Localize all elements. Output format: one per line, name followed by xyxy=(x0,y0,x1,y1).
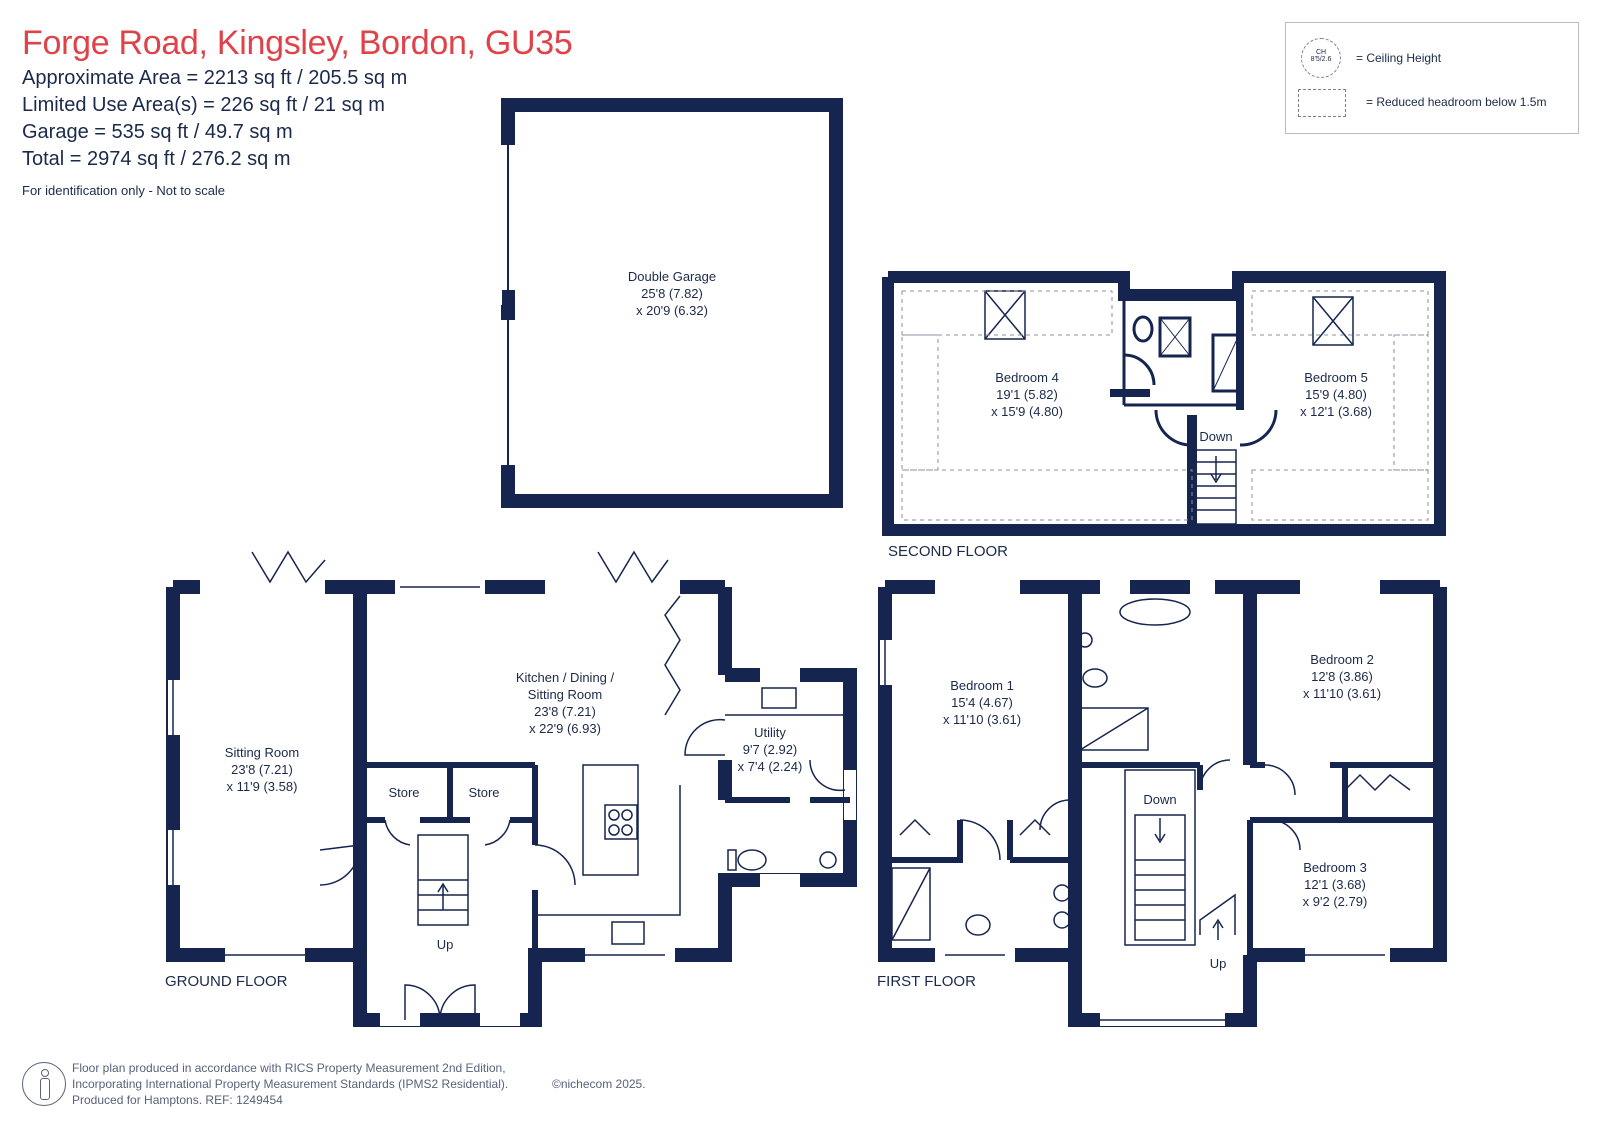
bedroom3-dim2: x 9'2 (2.79) xyxy=(1303,894,1368,909)
reduced-headroom-label: = Reduced headroom below 1.5m xyxy=(1366,95,1547,109)
bedroom3-dim1: 12'1 (3.68) xyxy=(1304,877,1366,892)
approximate-area: Approximate Area = 2213 sq ft / 205.5 sq… xyxy=(22,67,408,89)
bedroom3-name: Bedroom 3 xyxy=(1303,860,1367,875)
first-floor-down-label: Down xyxy=(1143,792,1176,807)
bedroom5-dim1: 15'9 (4.80) xyxy=(1305,387,1367,402)
reduced-headroom-symbol xyxy=(1298,89,1346,117)
bedroom1-name: Bedroom 1 xyxy=(950,678,1014,693)
store2-label: Store xyxy=(468,785,499,800)
bedroom4-reduced-headroom-top xyxy=(901,290,1113,336)
sitting-room-dim2: x 11'9 (3.58) xyxy=(227,779,298,794)
kitchen-dim2: x 22'9 (6.93) xyxy=(529,721,601,736)
legend-box: CH 8'5/2.6 = Ceiling Height = Reduced he… xyxy=(1285,22,1579,134)
copyright: ©nichecom 2025. xyxy=(552,1077,646,1091)
kitchen-dim1: 23'8 (7.21) xyxy=(534,704,596,719)
first-floor-up-label: Up xyxy=(1210,956,1227,971)
bedroom2-dim1: 12'8 (3.86) xyxy=(1311,669,1373,684)
kitchen-name-line2: Sitting Room xyxy=(528,687,602,702)
sitting-room-name: Sitting Room xyxy=(225,745,299,760)
utility-dim1: 9'7 (2.92) xyxy=(743,742,798,757)
bedroom2-dim2: x 11'10 (3.61) xyxy=(1303,686,1381,701)
ceiling-height-label: = Ceiling Height xyxy=(1356,51,1442,65)
first-floor-walls xyxy=(878,587,935,962)
footer-line2: Incorporating International Property Mea… xyxy=(72,1077,509,1091)
bedroom2-name: Bedroom 2 xyxy=(1310,652,1374,667)
property-title: Forge Road, Kingsley, Bordon, GU35 xyxy=(22,24,573,62)
bedroom5-dim2: x 12'1 (3.68) xyxy=(1300,404,1372,419)
disclaimer: For identification only - Not to scale xyxy=(22,183,226,198)
utility-dim2: x 7'4 (2.24) xyxy=(738,759,803,774)
garage-dim2: x 20'9 (6.32) xyxy=(636,303,708,318)
kitchen-name-line1: Kitchen / Dining / xyxy=(516,670,615,685)
bedroom1-dim1: 15'4 (4.67) xyxy=(951,695,1013,710)
info-person-icon xyxy=(22,1062,66,1106)
bedroom4-reduced-headroom-bottom xyxy=(901,469,1193,521)
bedroom4-name: Bedroom 4 xyxy=(995,370,1059,385)
bedroom1-dim2: x 11'10 (3.61) xyxy=(943,712,1021,727)
bedroom5-reduced-headroom-top xyxy=(1251,290,1429,336)
garage-area: Garage = 535 sq ft / 49.7 sq m xyxy=(22,121,293,143)
store1-label: Store xyxy=(388,785,419,800)
utility-name: Utility xyxy=(754,725,786,740)
footer-line3: Produced for Hamptons. REF: 1249454 xyxy=(72,1093,283,1107)
footer-notes: Floor plan produced in accordance with R… xyxy=(72,1060,508,1108)
ceiling-height-symbol: CH 8'5/2.6 xyxy=(1301,38,1341,78)
ground-floor-label: GROUND FLOOR xyxy=(165,973,288,990)
sitting-room-dim1: 23'8 (7.21) xyxy=(231,762,293,777)
limited-use-area: Limited Use Area(s) = 226 sq ft / 21 sq … xyxy=(22,94,385,116)
garage-name: Double Garage xyxy=(628,269,716,284)
bedroom4-dim1: 19'1 (5.82) xyxy=(996,387,1058,402)
bedroom5-reduced-headroom-bottom xyxy=(1251,469,1429,521)
second-floor-down-label: Down xyxy=(1199,429,1232,444)
bedroom4-dim2: x 15'9 (4.80) xyxy=(991,404,1063,419)
second-floor-label: SECOND FLOOR xyxy=(888,543,1008,560)
ground-floor-up-label: Up xyxy=(437,937,454,952)
footer-line1: Floor plan produced in accordance with R… xyxy=(72,1061,506,1075)
second-floor-walls xyxy=(882,271,1446,536)
first-floor-label: FIRST FLOOR xyxy=(877,973,976,990)
bedroom5-name: Bedroom 5 xyxy=(1304,370,1368,385)
garage-dim1: 25'8 (7.82) xyxy=(641,286,703,301)
total-area: Total = 2974 sq ft / 276.2 sq m xyxy=(22,148,291,170)
